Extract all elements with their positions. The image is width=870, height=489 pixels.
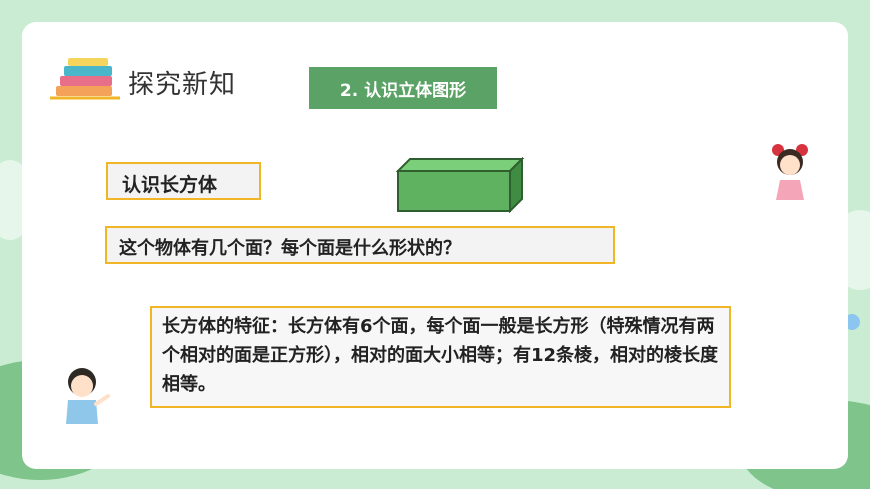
cuboid-illustration xyxy=(396,157,525,213)
books-icon xyxy=(50,58,120,100)
feature-description: 长方体的特征：长方体有6个面，每个面一般是长方形（特殊情况有两个相对的面是正方形… xyxy=(150,306,731,408)
section-tag: 2. 认识立体图形 xyxy=(309,67,497,109)
boy-illustration xyxy=(66,368,110,424)
girl-illustration xyxy=(772,144,808,200)
topic-label: 认识长方体 xyxy=(106,162,261,200)
question-label: 这个物体有几个面？每个面是什么形状的？ xyxy=(105,226,615,264)
page-title: 探究新知 xyxy=(128,70,237,100)
